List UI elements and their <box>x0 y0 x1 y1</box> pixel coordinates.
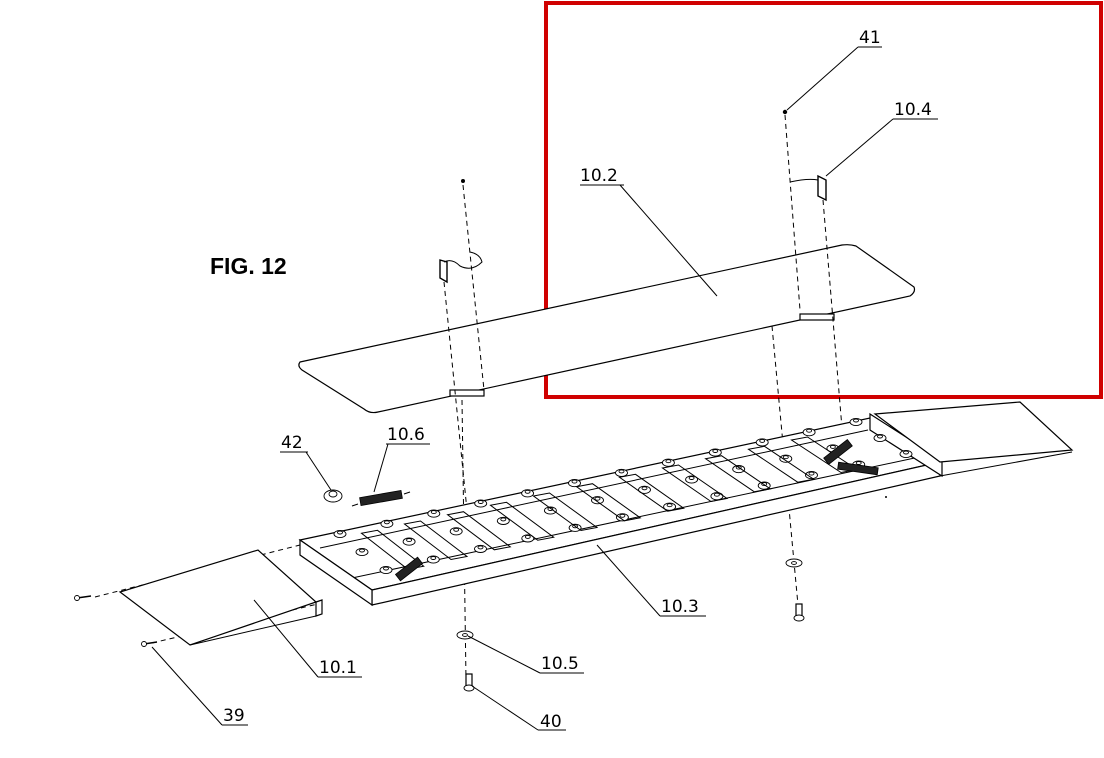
roller-hub <box>903 450 909 455</box>
spring-10-6 <box>351 489 411 507</box>
spring-frame-right <box>823 439 879 476</box>
callout-label-10-6: 10.6 <box>387 425 425 445</box>
roller-hub <box>713 492 720 497</box>
callout-label-10-3: 10.3 <box>661 597 699 617</box>
roller-hub <box>524 489 531 494</box>
callout-label-10-1: 10.1 <box>319 658 357 678</box>
roller-hub <box>855 461 862 465</box>
roller-hub <box>853 418 859 423</box>
callout-39: 39 <box>151 646 248 726</box>
ramp-10-1 <box>118 549 323 646</box>
locking-pin-right <box>789 174 827 202</box>
roller-hub <box>337 530 343 535</box>
roller-hub <box>477 500 484 504</box>
roller-hub <box>594 496 601 501</box>
callout-10-1: 10.1 <box>253 599 362 678</box>
roller-hub <box>666 503 673 508</box>
cover-plate-10-2 <box>298 244 916 414</box>
bolt-40-right <box>793 603 805 622</box>
roller-hub <box>359 548 365 553</box>
roller-hub <box>688 476 695 480</box>
roller-set <box>333 417 913 575</box>
roller-hub <box>829 444 836 449</box>
roller-hub <box>430 556 437 560</box>
roller-hub <box>500 517 507 522</box>
callout-41: 41 <box>786 28 882 111</box>
roller-frame-10-3 <box>298 412 943 607</box>
roller-hub <box>759 438 766 443</box>
callout-label-42: 42 <box>281 433 303 453</box>
roller-hub <box>618 469 625 474</box>
cross-bar <box>704 455 772 493</box>
roller-hub <box>524 534 531 539</box>
roller-hub <box>782 455 789 460</box>
callout-10-3: 10.3 <box>596 544 706 617</box>
washer-10-5-right <box>785 558 803 568</box>
locking-pin-left <box>439 251 483 284</box>
callout-label-40: 40 <box>540 712 562 732</box>
roller-hub <box>383 566 389 571</box>
callout-10-2: 10.2 <box>580 166 718 297</box>
screw-39-top <box>74 595 92 601</box>
roller-hub <box>665 459 672 464</box>
cross-bar <box>532 492 599 532</box>
callout-10-4: 10.4 <box>825 100 938 177</box>
stray-dot <box>885 496 887 498</box>
roller-42 <box>323 489 343 503</box>
callout-10-6: 10.6 <box>373 425 430 493</box>
rivet-41-left <box>461 179 465 183</box>
roller-hub <box>619 513 626 518</box>
roller-hub <box>453 527 460 532</box>
callout-label-39: 39 <box>223 706 245 726</box>
highlight-box <box>544 1 1103 399</box>
callout-label-41: 41 <box>859 28 881 48</box>
spring-frame-left <box>394 556 424 582</box>
callout-label-10-4: 10.4 <box>894 100 932 120</box>
callout-10-5: 10.5 <box>467 635 584 674</box>
roller-hub <box>641 486 648 491</box>
cross-bar <box>403 520 469 561</box>
roller-hub <box>477 545 484 550</box>
cross-bar <box>747 445 815 483</box>
cross-bar <box>489 501 555 541</box>
callout-label-10-2: 10.2 <box>580 166 618 186</box>
callout-label-10-5: 10.5 <box>541 654 579 674</box>
cross-bar <box>360 529 425 570</box>
cross-bar <box>618 473 685 512</box>
cross-bar <box>661 464 729 503</box>
cross-bar <box>575 483 642 522</box>
bolt-40-left <box>463 673 475 692</box>
figure-title: FIG. 12 <box>210 253 287 279</box>
roller-hub <box>806 428 813 433</box>
cross-bar <box>446 511 512 551</box>
roller-hub <box>712 449 719 453</box>
roller-hub <box>406 538 413 543</box>
roller-hub <box>877 434 883 439</box>
roller-hub <box>383 520 390 525</box>
roller-hub <box>571 479 578 484</box>
cross-bars <box>360 436 859 570</box>
roller-hub <box>430 510 437 515</box>
ramp-right <box>873 401 1074 477</box>
rivet-41-right <box>782 109 788 115</box>
screw-39-bottom <box>141 641 158 647</box>
roller-hub <box>808 471 815 476</box>
callout-40: 40 <box>471 685 566 732</box>
callout-42: 42 <box>280 433 332 491</box>
